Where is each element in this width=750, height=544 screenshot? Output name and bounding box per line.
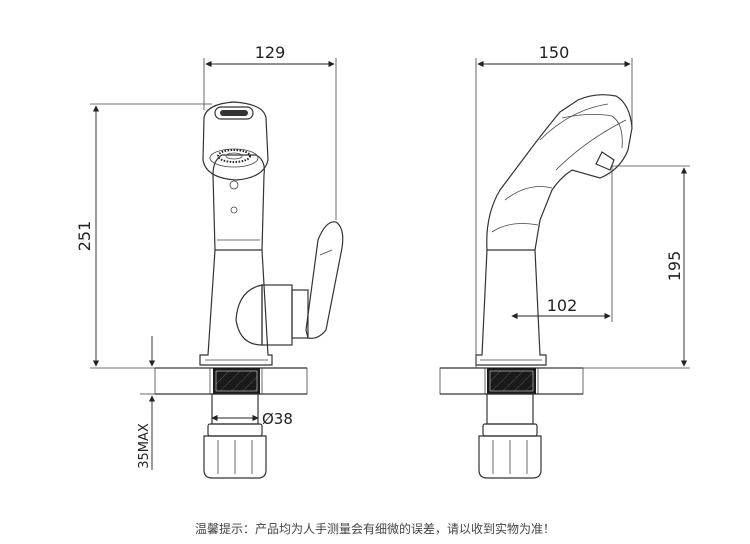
front-base <box>199 249 273 366</box>
front-nut <box>203 435 267 479</box>
front-counter-left <box>154 367 211 395</box>
dim-side-width: 150 <box>539 43 570 62</box>
side-view: 150 195 102 <box>439 43 690 479</box>
side-base <box>475 249 547 366</box>
dim-front-height: 251 <box>75 221 94 252</box>
side-tailpiece <box>486 393 534 425</box>
front-view: 129 251 35MAX Ø38 <box>75 43 344 479</box>
dim-deck-max: 35MAX <box>137 423 152 469</box>
side-neck <box>486 94 633 251</box>
front-tailpiece <box>211 393 259 425</box>
dim-hole-diameter: Ø38 <box>262 410 293 428</box>
dim-side-reach: 102 <box>547 296 578 315</box>
front-spray-head <box>202 101 269 181</box>
front-counter-right <box>261 367 308 395</box>
dim-side-height: 195 <box>665 251 684 282</box>
front-lever <box>305 221 344 339</box>
footer-note: 温馨提示：产品均为人手测量会有细微的误差，请以收到实物为准！ <box>194 522 555 536</box>
front-body <box>212 154 265 251</box>
side-nut <box>478 435 542 479</box>
dim-front-width: 129 <box>255 43 286 62</box>
side-counter-left <box>439 367 486 395</box>
front-cartridge <box>235 284 263 346</box>
side-counter-right <box>537 367 584 395</box>
